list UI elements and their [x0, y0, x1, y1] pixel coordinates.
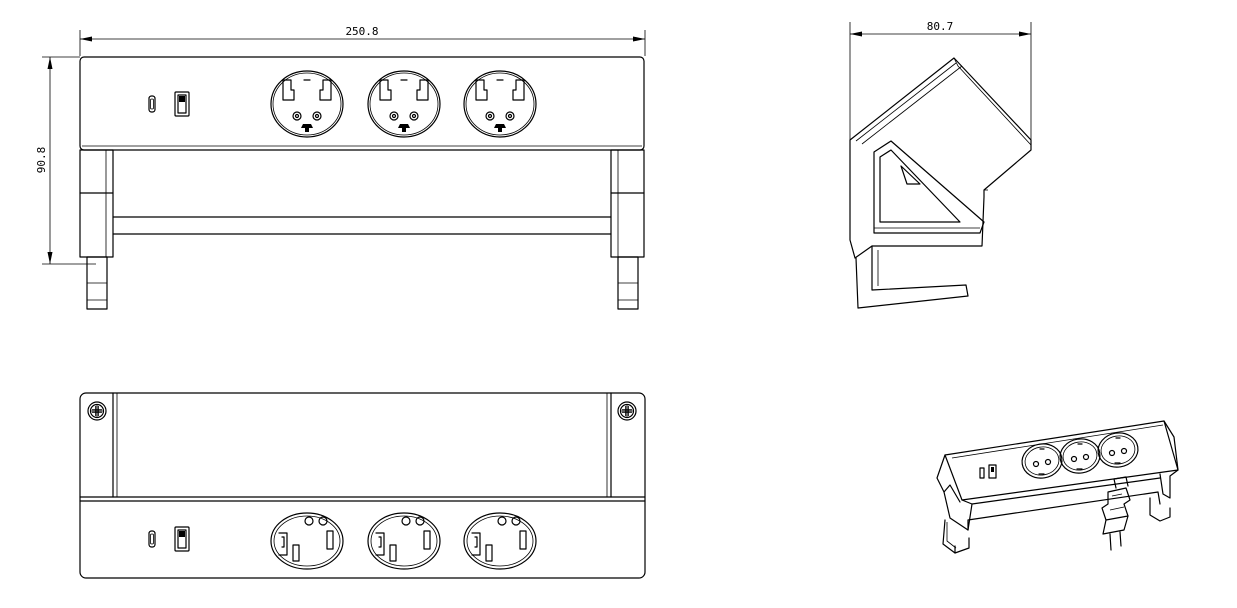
- height-dimension-label: 90.8: [35, 147, 48, 174]
- socket-top-2: [367, 512, 441, 570]
- isometric-view: [936, 420, 1179, 554]
- socket-1: [270, 70, 344, 138]
- screw-left: [87, 401, 107, 421]
- iso-plug: [1101, 476, 1131, 551]
- screw-right: [617, 401, 637, 421]
- depth-dimension-label: 80.7: [927, 20, 954, 33]
- socket-top-3: [463, 512, 537, 570]
- socket-3: [463, 70, 537, 138]
- depth-dimension: 80.7: [849, 20, 1032, 140]
- side-view: 80.7: [849, 20, 1032, 309]
- iso-socket-1: [1021, 443, 1063, 479]
- top-view: [79, 392, 646, 579]
- width-dimension: 250.8: [79, 25, 646, 56]
- height-dimension: 90.8: [35, 56, 96, 265]
- socket-top-1: [270, 512, 344, 570]
- front-view: 250.8 90.8: [35, 25, 646, 310]
- usb-ports: [148, 91, 190, 117]
- iso-socket-2: [1059, 438, 1101, 474]
- width-dimension-label: 250.8: [345, 25, 378, 38]
- usb-ports-top: [148, 526, 190, 552]
- socket-2: [367, 70, 441, 138]
- iso-socket-3: [1097, 432, 1139, 468]
